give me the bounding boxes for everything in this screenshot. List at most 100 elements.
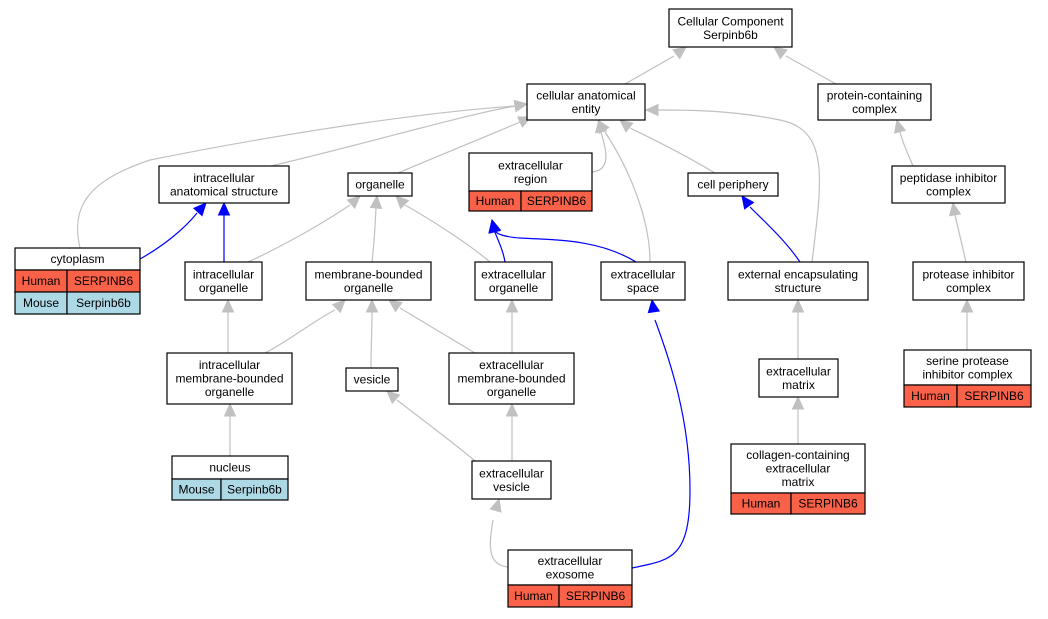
node-label-line: protease inhibitor <box>922 267 1014 281</box>
node-box <box>727 261 869 301</box>
node-label-line: extracellular <box>766 364 831 378</box>
node-label-line: inhibitor complex <box>922 367 1012 381</box>
edge-intorg-organelle <box>247 195 361 263</box>
edge-mbo-organelle <box>369 194 383 263</box>
arrowhead-icon <box>672 46 687 60</box>
edge-line <box>139 212 198 260</box>
edge-line <box>404 204 491 263</box>
node-organelle[interactable]: organelle <box>347 172 413 197</box>
edge-line <box>604 131 651 263</box>
species-label: Mouse <box>23 296 59 310</box>
node-ccem[interactable]: collagen-containingextracellularmatrixHu… <box>730 443 866 515</box>
node-label-line: organelle <box>489 281 539 295</box>
edge-exves-embo <box>505 402 519 461</box>
gene-cell <box>66 291 141 315</box>
node-vesicle[interactable]: vesicle <box>345 367 399 392</box>
node-label-line: membrane-bounded <box>175 372 283 386</box>
arrowhead-icon <box>489 497 502 513</box>
species-label: Human <box>476 194 515 208</box>
edge-pcc-root <box>773 46 837 85</box>
node-label-line: external encapsulating <box>738 267 858 281</box>
node-label-line: cell periphery <box>697 178 768 192</box>
arrowhead-icon <box>223 402 237 417</box>
node-label-line: organelle <box>199 281 249 295</box>
node-box <box>474 261 553 301</box>
node-box <box>184 261 263 301</box>
edge-line <box>396 399 476 462</box>
edge-ccem-exmatrix <box>791 395 805 444</box>
node-label-line: serine protease <box>926 354 1009 368</box>
node-label-line: extracellular <box>479 358 544 372</box>
edge-line <box>264 309 336 354</box>
edge-imbo-intorg <box>221 298 235 353</box>
arrowhead-icon <box>388 299 403 313</box>
edge-line <box>371 207 377 263</box>
edge-line <box>399 307 476 354</box>
node-label-line: organelle <box>344 281 394 295</box>
node-label-line: space <box>627 281 659 295</box>
node-label-line: anatomical structure <box>170 184 278 198</box>
arrowhead-icon <box>192 202 207 217</box>
node-box <box>903 349 1032 386</box>
arrowhead-icon <box>773 46 788 60</box>
node-box <box>345 367 399 392</box>
node-cellper[interactable]: cell periphery <box>687 172 779 197</box>
arrowhead-icon <box>948 201 962 217</box>
node-label-line: intracellular <box>199 358 260 372</box>
edge-cellper-cae <box>619 119 716 174</box>
node-label-line: organelle <box>355 178 405 192</box>
node-label-line: membrane-bounded <box>314 267 422 281</box>
arrowhead-icon <box>893 118 907 134</box>
arrowhead-icon <box>505 298 519 313</box>
arrowhead-icon <box>217 201 231 216</box>
node-label-line: extracellular <box>766 462 831 476</box>
edge-embo-exorg <box>505 298 519 353</box>
node-box <box>912 261 1025 301</box>
edge-line <box>629 127 716 174</box>
node-label-line: exosome <box>546 567 595 581</box>
node-label-line: complex <box>946 281 991 295</box>
node-box <box>347 172 413 197</box>
edge-cytoplasm-cae <box>76 99 529 249</box>
edge-imbo-mbo <box>264 299 346 354</box>
arrowhead-icon <box>513 99 529 113</box>
node-label-line: vesicle <box>354 373 391 387</box>
gene-label: SERPINB6 <box>964 389 1024 403</box>
node-box <box>507 549 633 586</box>
node-label-line: region <box>514 172 547 186</box>
gene-cell <box>220 478 289 501</box>
node-label-line: protein-containing <box>827 88 922 102</box>
node-box <box>668 8 793 48</box>
arrowhead-icon <box>644 103 659 117</box>
node-label-line: vesicle <box>493 480 530 494</box>
species-label: Mouse <box>178 483 214 497</box>
edge-embo-mbo <box>388 299 476 354</box>
edge-pic-pcc <box>893 118 914 167</box>
edge-line <box>370 311 373 369</box>
